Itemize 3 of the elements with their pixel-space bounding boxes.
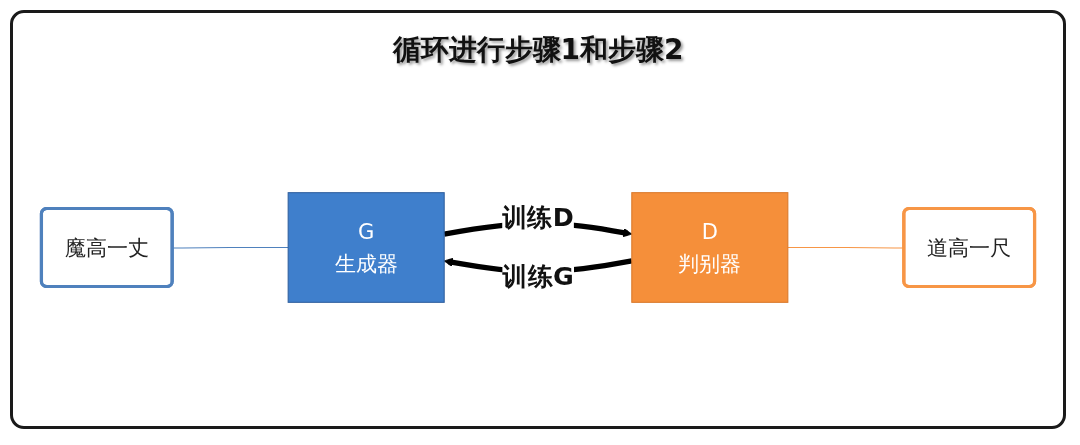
diagram-title: 循环进行步骤1和步骤2 xyxy=(392,33,684,66)
node-box xyxy=(631,192,789,303)
node-box xyxy=(287,192,445,303)
